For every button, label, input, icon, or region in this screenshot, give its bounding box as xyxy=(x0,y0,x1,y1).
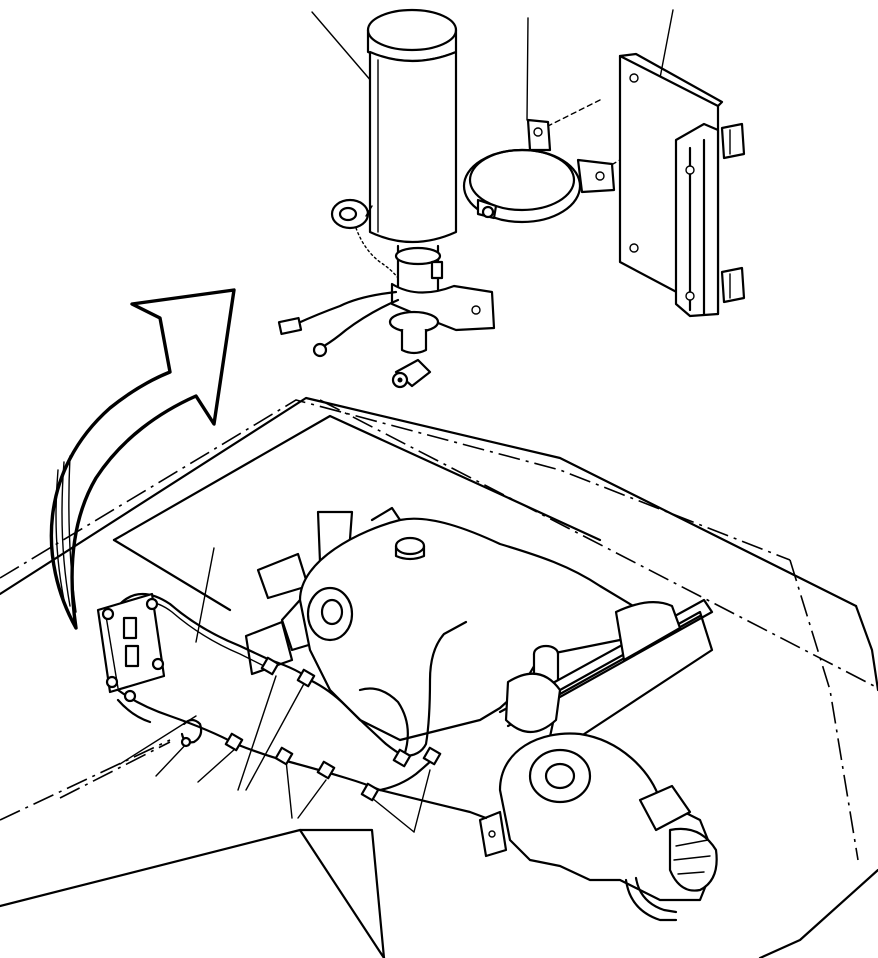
control-box xyxy=(96,592,166,703)
extinguisher-cylinder xyxy=(277,8,496,389)
band-clamp xyxy=(462,118,616,224)
direction-arrow xyxy=(49,288,236,630)
chassis-outline xyxy=(0,396,878,958)
mounting-bracket xyxy=(618,52,746,318)
wiring-harness xyxy=(116,592,488,820)
engine-assembly xyxy=(244,506,718,922)
